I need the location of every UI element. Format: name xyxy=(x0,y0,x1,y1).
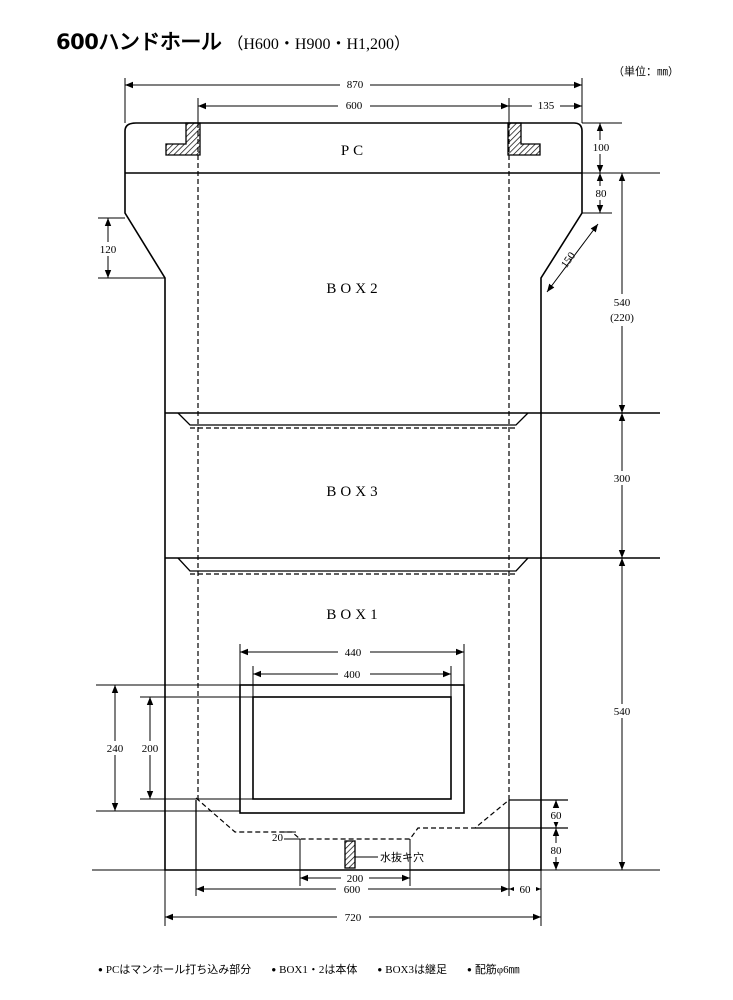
dim-440: 440 xyxy=(345,647,362,659)
dim-540-top: 540 xyxy=(614,297,631,309)
label-box2: BOX2 xyxy=(326,281,381,297)
dim-200-left: 200 xyxy=(142,743,159,755)
label-box1: BOX1 xyxy=(326,607,381,623)
dim-400: 400 xyxy=(344,669,361,681)
drawing-title: 600ハンドホール （H600・H900・H1,200） xyxy=(56,26,410,56)
dim-80-top: 80 xyxy=(596,188,608,200)
footer-notes: PCはマンホール打ち込み部分 BOX1・2は本体 BOX3は継足 配筋φ6㎜ xyxy=(98,961,540,977)
units-note: （単位：㎜） xyxy=(613,66,679,78)
box3-top-joint xyxy=(177,412,529,426)
dim-720: 720 xyxy=(345,912,362,924)
footer-note-pc: PCはマンホール打ち込み部分 xyxy=(98,964,251,976)
dim-120: 120 xyxy=(100,244,117,256)
dim-240: 240 xyxy=(107,743,124,755)
label-box3: BOX3 xyxy=(326,484,381,500)
dim-100: 100 xyxy=(593,142,610,154)
dim-135: 135 xyxy=(538,100,555,112)
label-pc: PC xyxy=(341,143,367,159)
opening-inner xyxy=(252,696,452,800)
dim-60-right: 60 xyxy=(551,810,563,822)
dim-540-bottom: 540 xyxy=(614,706,631,718)
drain-hole xyxy=(344,840,356,869)
dim-20: 20 xyxy=(272,832,284,844)
dim-220-alt: (220) xyxy=(610,312,634,324)
drain-label: 水抜キ穴 xyxy=(380,850,424,864)
dim-300: 300 xyxy=(614,473,631,485)
title-sub: （H600・H900・H1,200） xyxy=(227,36,411,53)
pc-flange-right xyxy=(507,122,541,156)
dim-150: 150 xyxy=(559,250,579,271)
inner-wall-dashed xyxy=(190,123,516,840)
pc-flange-left xyxy=(165,122,201,156)
dim-600-top: 600 xyxy=(346,100,363,112)
dim-600-bottom: 600 xyxy=(344,884,361,896)
footer-note-box12: BOX1・2は本体 xyxy=(271,964,357,976)
footer-note-box3: BOX3は継足 xyxy=(377,964,447,976)
opening-outer xyxy=(239,684,465,814)
dim-80-bottom: 80 xyxy=(551,845,563,857)
box1-top-joint xyxy=(177,557,529,572)
dim-line-150 xyxy=(546,223,599,293)
dim-60-bottom: 60 xyxy=(520,884,532,896)
dim-870: 870 xyxy=(347,79,364,91)
footer-note-rebar: 配筋φ6㎜ xyxy=(467,964,520,976)
title-main: 600ハンドホール xyxy=(56,30,222,54)
